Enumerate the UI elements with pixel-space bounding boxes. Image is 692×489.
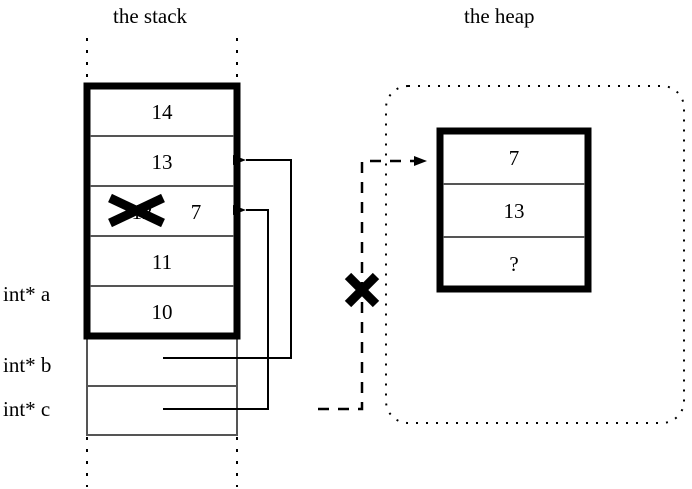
stack-cell-value-2: 12	[131, 200, 153, 224]
stack-cell-value-4: 10	[151, 300, 173, 324]
invalidated-value-x-icon	[108, 193, 165, 228]
invalidated-pointer-x-icon	[344, 272, 380, 308]
stack-lower-frame	[86, 335, 238, 436]
stack-dotted-guides	[86, 38, 238, 487]
heap-cell-value-0: 7	[508, 146, 520, 170]
stack-value-box	[83, 82, 241, 340]
stack-title: the stack	[113, 4, 188, 28]
stack-cell-value-1: 13	[151, 150, 173, 174]
heap-cell-value-1: 13	[503, 199, 525, 223]
stack-cell-note-2: 7	[190, 200, 202, 224]
pointer-label-b: int* b	[3, 353, 52, 377]
heap-boundary	[385, 85, 685, 424]
stack-cell-value-3: 11	[151, 250, 173, 274]
pointer-c-old-arrow	[163, 205, 269, 410]
heap-title: the heap	[464, 4, 535, 28]
pointer-b-arrow	[163, 155, 292, 359]
stack-cell-value-0: 14	[151, 100, 173, 124]
pointer-label-c: int* c	[3, 397, 51, 421]
pointer-label-a: int* a	[3, 282, 51, 306]
heap-cell-value-2: ?	[509, 252, 519, 276]
heap-block	[436, 127, 592, 293]
